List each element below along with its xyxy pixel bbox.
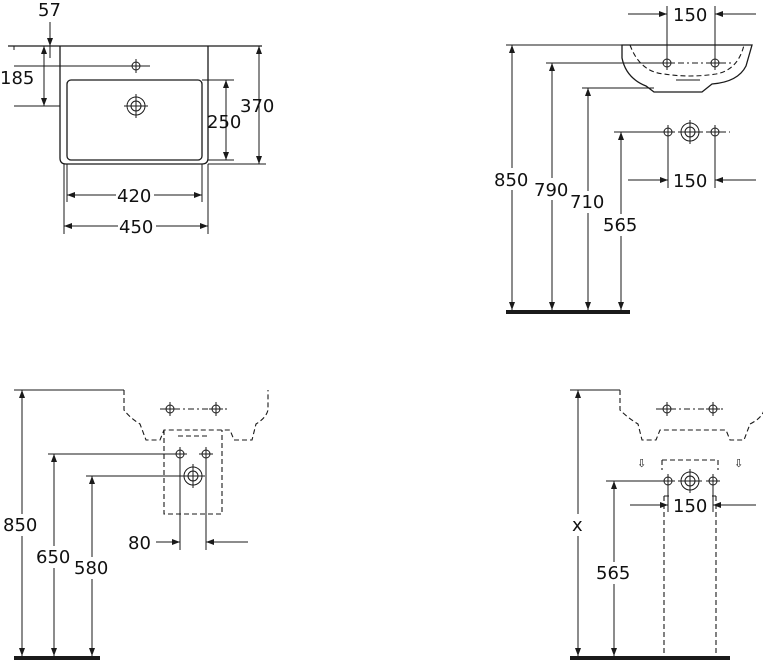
wall-mounted-view: 150 150 850 790 71	[494, 5, 756, 314]
basin-bowl	[66, 79, 203, 161]
dim-150-top-label: 150	[673, 5, 707, 26]
half-pedestal-view: 850 650 580 80	[3, 389, 269, 660]
dim-790-label: 790	[534, 180, 568, 201]
waste-outlet-icon	[677, 119, 703, 145]
dim-x-label: x	[572, 515, 583, 536]
dim-150-mid-label: 150	[673, 171, 707, 192]
waste-outlet-icon	[123, 93, 149, 119]
dim-250-label: 250	[207, 112, 241, 133]
basin-front-outline	[621, 44, 753, 93]
dim-370-label: 370	[240, 96, 274, 117]
dim-650-label: 650	[36, 547, 70, 568]
dim-850-label: 850	[3, 515, 37, 536]
full-pedestal-outline	[663, 496, 717, 658]
arrow-down-right: ⇩	[734, 457, 743, 470]
dim-57-label: 57	[38, 0, 61, 21]
dim-710-label: 710	[570, 192, 604, 213]
basin-outline	[59, 46, 209, 165]
dim-580-label: 580	[74, 558, 108, 579]
full-pedestal-view: ⇩ ⇩ x 565 150	[570, 389, 763, 660]
dim-565-label: 565	[603, 215, 637, 236]
dim-450-label: 450	[119, 217, 153, 238]
dim-185-label: 185	[0, 68, 34, 89]
dim-565-label: 565	[596, 563, 630, 584]
dim-150-label: 150	[673, 496, 707, 517]
dim-80-label: 80	[128, 533, 151, 554]
arrow-down-left: ⇩	[637, 457, 646, 470]
waste-outlet-icon	[677, 468, 703, 494]
waste-outlet-icon	[180, 463, 206, 489]
half-pedestal-outline	[163, 430, 223, 515]
plan-view: 57 185 250 370 420 4	[0, 0, 274, 238]
dim-850-label: 850	[494, 170, 528, 191]
dim-420-label: 420	[117, 186, 151, 207]
